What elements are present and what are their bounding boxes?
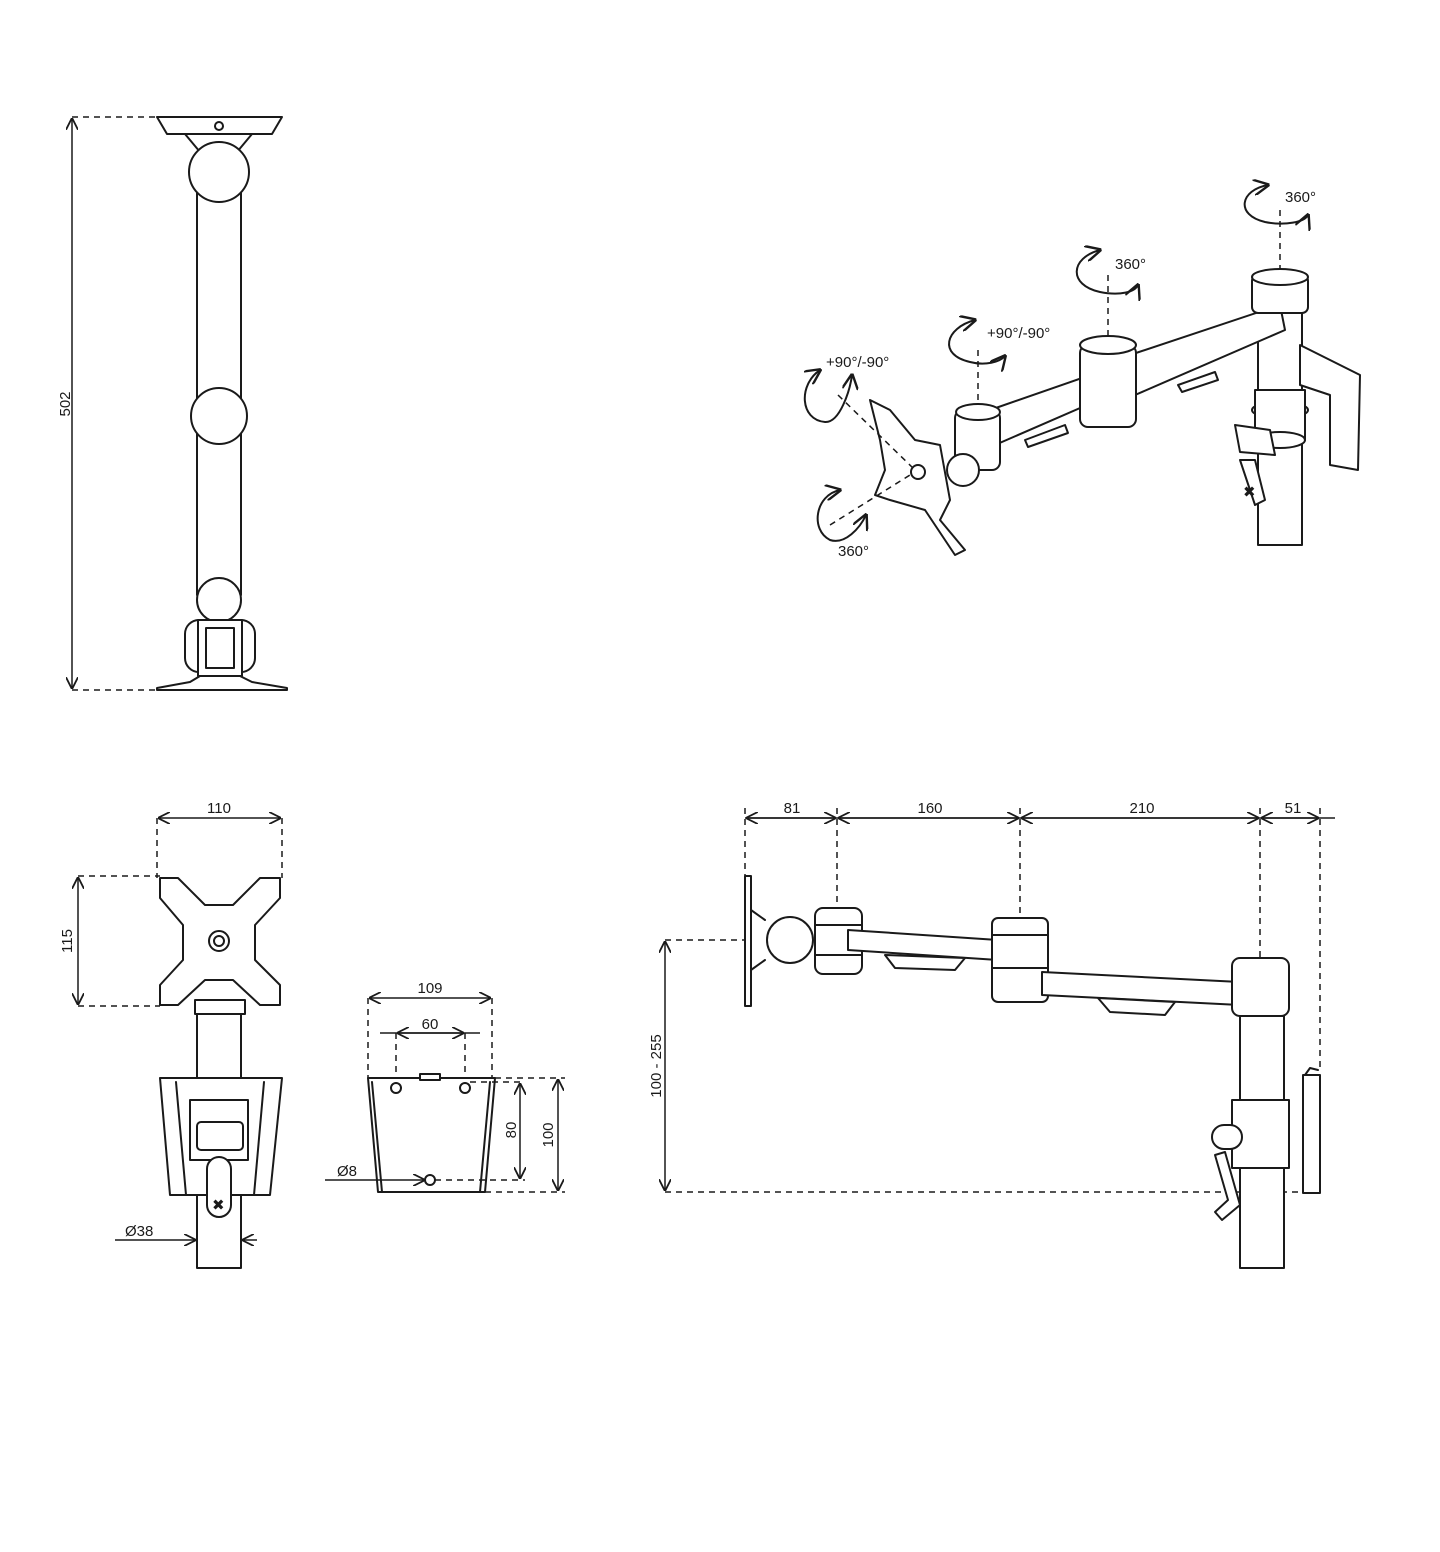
elev-head-ball (766, 916, 814, 964)
tube-diameter-label: Ø38 (125, 1223, 153, 1240)
lock-lever (1239, 459, 1266, 506)
desk-clamp (1299, 344, 1361, 471)
segment-4-label: 51 (1285, 800, 1302, 817)
cross-mark: ✖ (212, 1197, 225, 1214)
hole-spacing-label: 60 (422, 1016, 439, 1033)
elevation-view: 81 160 210 51 100 - 255 (648, 800, 1335, 1269)
middle-joint-housing (1079, 344, 1137, 428)
head-knob (946, 453, 980, 487)
rotation-arrow-icon (1075, 250, 1138, 294)
elev-vesa-plate (744, 875, 752, 1007)
isometric-view: ✖ 360° 360° +90°/-90° +90°/-90° 360° (805, 185, 1361, 560)
hole-diameter-label: Ø8 (337, 1163, 357, 1180)
front-view: 110 115 ✖ Ø38 (59, 800, 283, 1269)
bracket-height-label: 100 (540, 1122, 557, 1147)
width-label: 110 (207, 800, 231, 817)
vesa-plate (156, 116, 283, 135)
elev-lock-lever (1214, 1151, 1241, 1221)
bracket-width-label: 109 (417, 980, 442, 997)
rotation-arrow-icon (816, 490, 866, 542)
rotation-arrow-icon (805, 370, 852, 424)
elev-height-knob (1211, 1124, 1243, 1150)
rotation-arrow-icon (948, 320, 1005, 364)
side-view: 502 (57, 116, 288, 691)
front-vesa-plate (159, 877, 281, 1006)
pole-rotation-label: 360° (1285, 189, 1316, 206)
joint-rotation-label: 360° (1115, 256, 1146, 273)
height-knob (1234, 424, 1276, 456)
lock-lever (206, 1156, 232, 1218)
height-range-label: 100 - 255 (648, 1034, 665, 1097)
joint-tilt-label: +90°/-90° (987, 325, 1050, 342)
head-tilt-label: +90°/-90° (826, 354, 889, 371)
elev-middle-joint (991, 917, 1049, 1003)
rotation-arrow-icon (1243, 185, 1308, 224)
segment-3-label: 210 (1129, 800, 1154, 817)
middle-joint (190, 387, 248, 445)
bracket-view: 109 60 80 100 Ø8 (325, 980, 565, 1193)
height-label: 115 (59, 929, 76, 953)
elev-desk-clamp (1302, 1074, 1321, 1194)
segment-2-label: 160 (917, 800, 942, 817)
cross-mark: ✖ (1243, 484, 1256, 501)
base-plate (156, 675, 288, 691)
hole-height-label: 80 (503, 1122, 520, 1139)
head-ball-joint (188, 141, 250, 203)
plate-rotation-label: 360° (838, 543, 869, 560)
base-joint (196, 577, 242, 623)
iso-vesa-plate (869, 399, 966, 556)
height-label: 502 (57, 391, 74, 416)
segment-1-label: 81 (784, 800, 801, 817)
